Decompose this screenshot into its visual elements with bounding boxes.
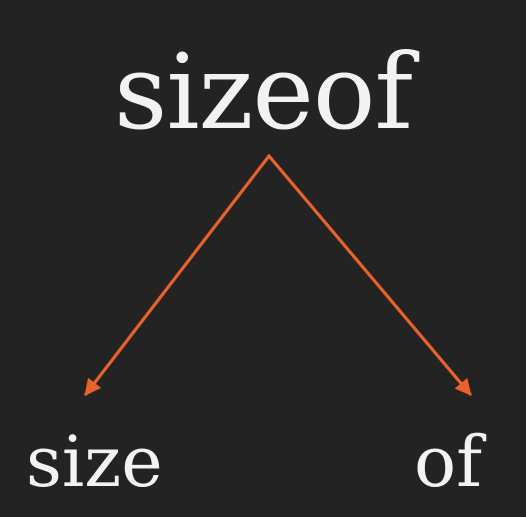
left-part-word: size [26, 421, 163, 503]
arrow-to-left-word [84, 154, 271, 396]
arrow-to-right-word [267, 154, 472, 396]
compound-word: sizeof [113, 31, 413, 153]
right-part-word: of [414, 421, 483, 503]
